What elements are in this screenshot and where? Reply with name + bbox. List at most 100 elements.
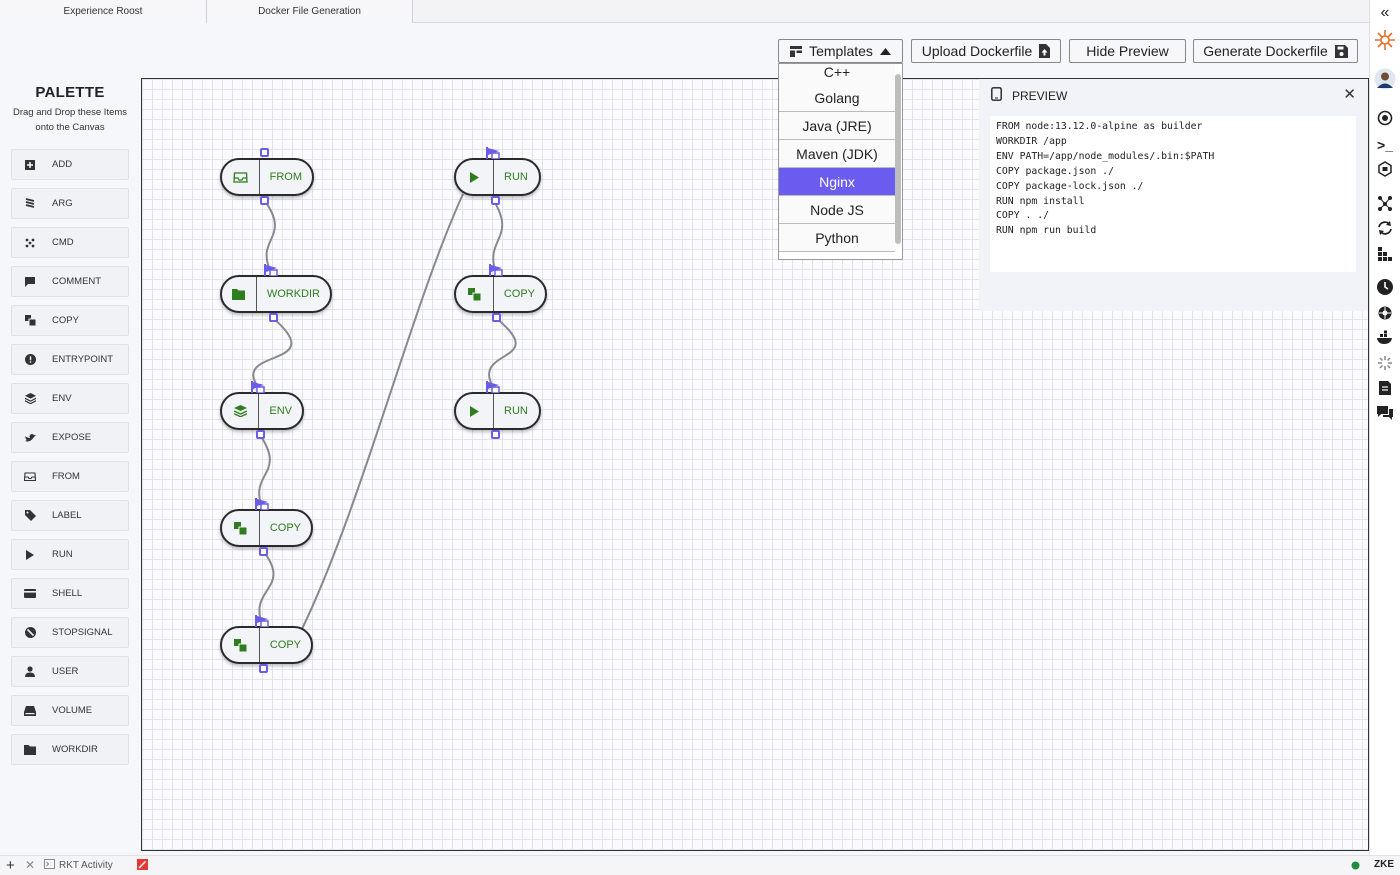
rkt-activity[interactable]: RKT Activity	[44, 859, 113, 872]
template-layout-icon	[790, 45, 803, 57]
edit-pen-icon[interactable]	[137, 859, 148, 870]
inbox-icon	[222, 160, 260, 194]
sync-icon[interactable]	[1374, 217, 1396, 239]
palette-item-expose[interactable]: EXPOSE	[11, 422, 129, 453]
node-workdir[interactable]: WORKDIR	[220, 275, 332, 313]
port-run2-out[interactable]	[491, 430, 500, 439]
port-copy1-out[interactable]	[259, 547, 268, 556]
palette-item-env[interactable]: ENV	[11, 383, 129, 414]
palette-item-cmd[interactable]: CMD	[11, 227, 129, 258]
templates-dropdown[interactable]: C++ Golang Java (JRE) Maven (JDK) Nginx …	[778, 63, 903, 260]
record-icon[interactable]	[1374, 107, 1396, 129]
port-run1-in-flag-icon[interactable]	[486, 147, 500, 159]
palette-item-add[interactable]: ADD	[11, 149, 129, 180]
node-from[interactable]: FROM	[220, 158, 314, 196]
terminal-icon[interactable]: >_	[1377, 137, 1393, 153]
port-env-in-flag-icon[interactable]	[251, 381, 265, 393]
node-copy-2[interactable]: COPY	[220, 626, 313, 664]
port-copy2-in-flag-icon[interactable]	[255, 615, 269, 627]
palette-item-workdir[interactable]: WORKDIR	[11, 734, 129, 765]
tab-docker-file-generation[interactable]: Docker File Generation	[207, 0, 413, 23]
port-copy2-out[interactable]	[259, 664, 268, 673]
node-run-1[interactable]: RUN	[454, 158, 541, 196]
template-option-maven-jdk[interactable]: Maven (JDK)	[779, 140, 895, 168]
port-from-in[interactable]	[260, 148, 269, 157]
generate-dockerfile-label: Generate Dockerfile	[1203, 43, 1328, 59]
document-list-icon[interactable]	[1374, 377, 1396, 399]
close-icon[interactable]: ✕	[25, 858, 36, 872]
status-dot-icon	[1351, 861, 1360, 870]
template-option-cpp[interactable]: C++	[779, 64, 895, 86]
node-copy-1[interactable]: COPY	[220, 509, 313, 547]
tablet-icon	[991, 87, 1002, 104]
copy-icon	[24, 315, 36, 327]
upload-dockerfile-button[interactable]: Upload Dockerfile	[911, 39, 1061, 63]
chat-icon[interactable]	[1374, 402, 1396, 424]
port-workdir-in-flag-icon[interactable]	[264, 264, 278, 276]
drive-icon	[24, 705, 36, 717]
palette-item-label[interactable]: LABEL	[11, 500, 129, 531]
palette-item-stopsignal[interactable]: STOPSIGNAL	[11, 617, 129, 648]
preview-title: PREVIEW	[1012, 88, 1068, 103]
ban-icon	[24, 627, 36, 639]
templates-button-label: Templates	[809, 43, 873, 59]
docker-icon[interactable]	[1374, 327, 1396, 349]
status-bar: + ✕ RKT Activity ZKE	[0, 855, 1400, 875]
template-option-java-jre[interactable]: Java (JRE)	[779, 112, 895, 140]
grid-blocks-icon[interactable]	[1374, 243, 1396, 265]
port-copy1-in-flag-icon[interactable]	[255, 498, 269, 510]
spark-icon[interactable]	[1374, 352, 1396, 374]
user-avatar-icon[interactable]	[1374, 68, 1396, 90]
palette-item-entrypoint[interactable]: ENTRYPOINT	[11, 344, 129, 375]
collapse-double-chevron-icon[interactable]: «	[1380, 4, 1390, 21]
clock-icon[interactable]	[1374, 276, 1396, 298]
template-option-node-js[interactable]: Node JS	[779, 196, 895, 224]
add-icon[interactable]: +	[6, 857, 15, 874]
rkt-activity-label: RKT Activity	[59, 860, 113, 871]
template-option-nginx[interactable]: Nginx	[779, 168, 895, 196]
tab-bar: Experience Roost Docker File Generation	[0, 0, 1369, 23]
port-from-out[interactable]	[260, 196, 269, 205]
node-env[interactable]: ENV	[220, 392, 304, 430]
generate-dockerfile-button[interactable]: Generate Dockerfile	[1193, 39, 1358, 63]
palette-item-volume[interactable]: VOLUME	[11, 695, 129, 726]
port-run2-in-flag-icon[interactable]	[486, 381, 500, 393]
node-copy-3[interactable]: COPY	[454, 275, 547, 313]
template-option-golang[interactable]: Golang	[779, 84, 895, 112]
palette-title: PALETTE	[35, 84, 105, 101]
port-copy3-in-flag-icon[interactable]	[489, 264, 503, 276]
templates-button[interactable]: Templates	[778, 39, 903, 63]
preview-header: PREVIEW	[991, 87, 1067, 104]
sun-logo-icon[interactable]	[1374, 29, 1396, 51]
hide-preview-button[interactable]: Hide Preview	[1069, 39, 1186, 63]
hide-preview-label: Hide Preview	[1086, 43, 1169, 59]
inbox-icon	[24, 471, 36, 483]
palette-item-run[interactable]: RUN	[11, 539, 129, 570]
copy-icon	[456, 277, 494, 311]
info-circle-icon	[24, 354, 36, 366]
palette-item-copy[interactable]: COPY	[11, 305, 129, 336]
palette-item-user[interactable]: USER	[11, 656, 129, 687]
file-upload-icon	[1039, 44, 1051, 58]
folder-icon	[24, 744, 36, 756]
network-icon[interactable]	[1374, 192, 1396, 214]
template-option-python[interactable]: Python	[779, 224, 895, 252]
port-workdir-out[interactable]	[269, 313, 278, 322]
terminal-box-icon	[44, 859, 55, 872]
palette-item-shell[interactable]: SHELL	[11, 578, 129, 609]
port-copy3-out[interactable]	[492, 313, 501, 322]
port-run1-out[interactable]	[491, 196, 500, 205]
close-preview-icon[interactable]: ✕	[1343, 86, 1356, 103]
palette-item-comment[interactable]: COMMENT	[11, 266, 129, 297]
tab-experience-roost[interactable]: Experience Roost	[0, 0, 207, 23]
node-run-2[interactable]: RUN	[454, 392, 541, 430]
box-icon[interactable]	[1374, 158, 1396, 180]
port-env-out[interactable]	[256, 430, 265, 439]
zke-label[interactable]: ZKE	[1374, 859, 1394, 870]
palette-item-arg[interactable]: ARG	[11, 188, 129, 219]
dropdown-scrollbar[interactable]	[895, 74, 901, 244]
helm-icon[interactable]	[1374, 302, 1396, 324]
card-icon	[24, 588, 36, 600]
palette-item-from[interactable]: FROM	[11, 461, 129, 492]
